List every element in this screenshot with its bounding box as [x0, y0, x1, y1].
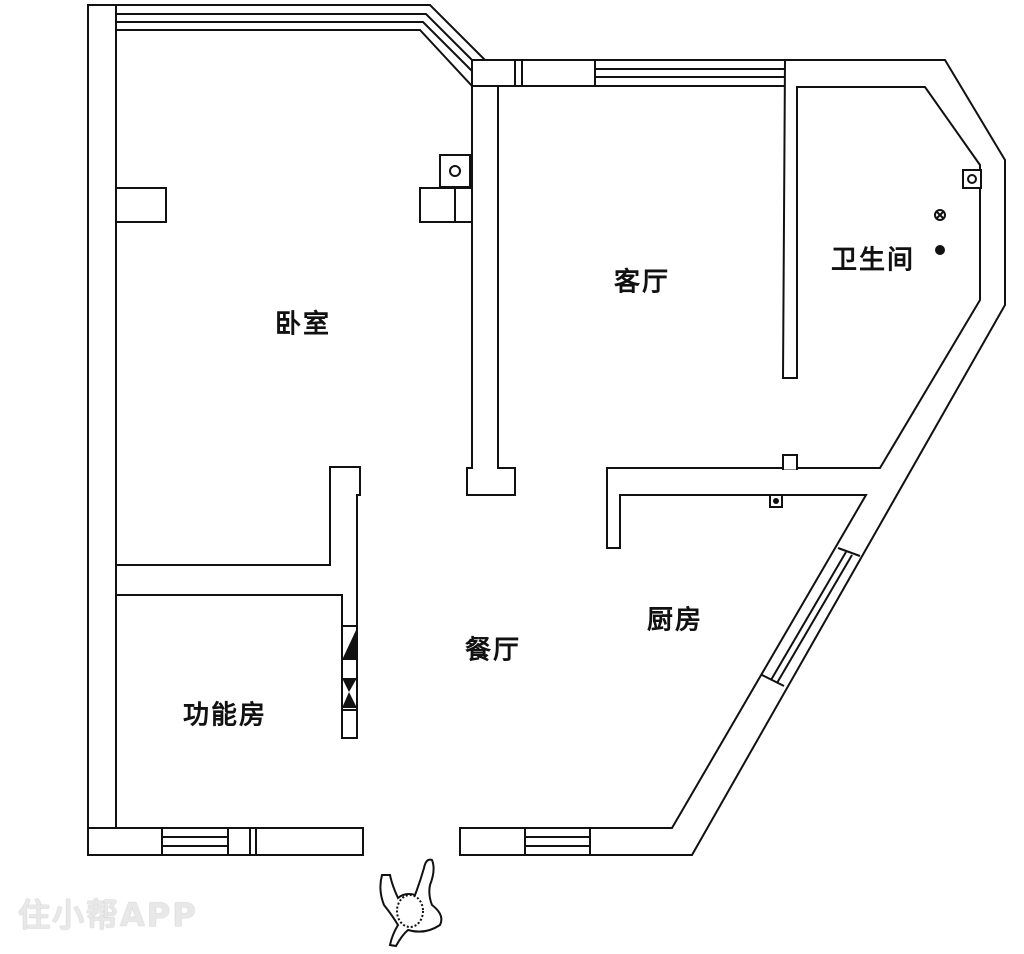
vent-icon [934, 209, 946, 221]
column [115, 187, 167, 223]
column [419, 187, 473, 223]
wall-right-outer [459, 59, 1006, 856]
window-kitchen-frame [837, 547, 861, 557]
person-entrance-icon [379, 858, 443, 948]
room-label-living-room: 客厅 [613, 267, 671, 298]
wall-bottom-left [87, 827, 364, 856]
pipe-icon [935, 245, 945, 255]
window-kitchen [770, 551, 847, 681]
outlet-icon [439, 154, 471, 188]
watermark: 住小帮APP [18, 896, 198, 934]
wall-partition [466, 85, 516, 496]
drain-icon [962, 169, 982, 189]
room-label-utility-room: 功能房 [182, 700, 268, 731]
window-top-left-inner [116, 21, 476, 75]
room-label-bedroom: 卧室 [274, 309, 332, 340]
window-kitchen-inner [776, 554, 853, 684]
window-kitchen-frame [761, 674, 785, 687]
wall-left [87, 4, 117, 856]
window-top-left [116, 13, 479, 67]
room-label-kitchen: 厨房 [646, 605, 704, 636]
wall-bedroom-bottom [115, 466, 361, 739]
wall-top-middle [471, 59, 786, 87]
room-label-dining-room: 餐厅 [464, 635, 522, 666]
room-label-bathroom: 卫生间 [830, 245, 916, 276]
